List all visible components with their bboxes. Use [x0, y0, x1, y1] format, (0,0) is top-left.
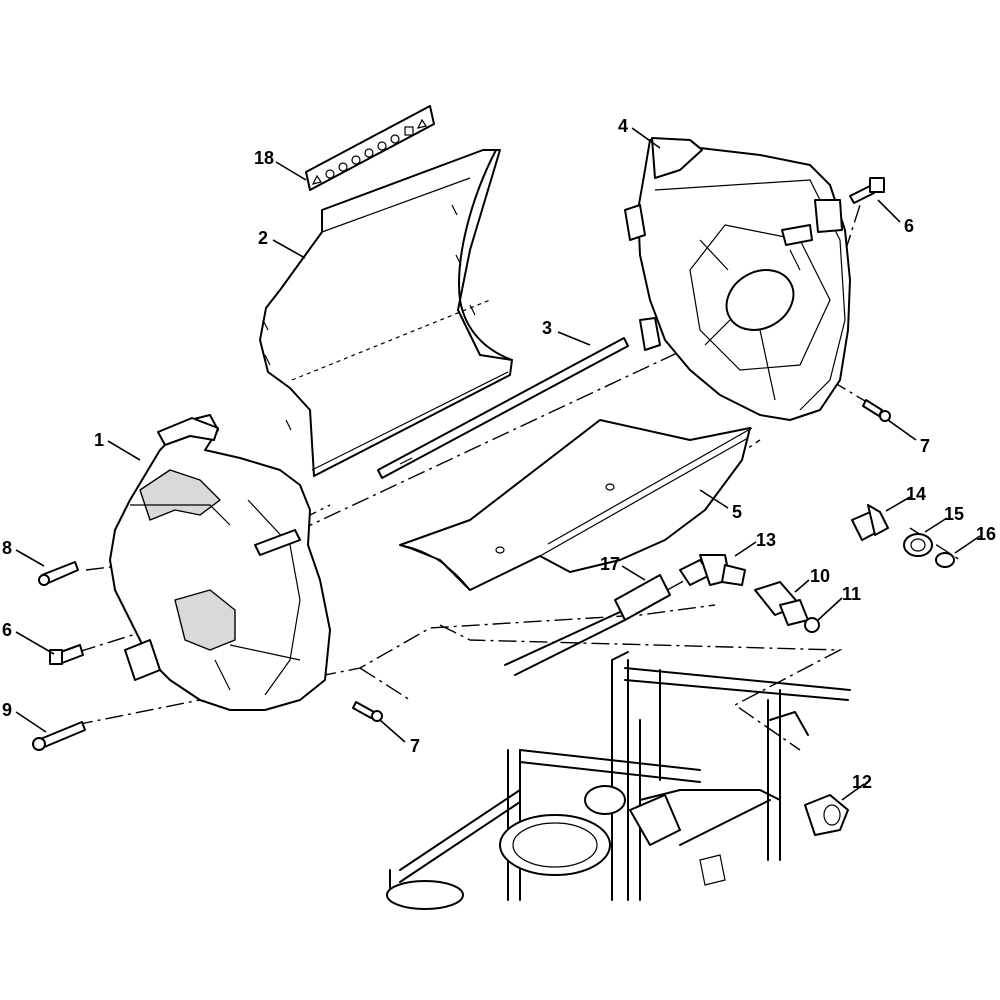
callout-labels: 1 2 3 4 5 6 6 7 7 8 9 10 11 12 13 14 15 …	[2, 116, 996, 792]
callout-17: 17	[600, 554, 620, 574]
shaft-rod	[377, 337, 629, 479]
callout-14: 14	[906, 484, 926, 504]
right-fan-housing	[624, 137, 851, 421]
read-manual-icon	[325, 169, 335, 179]
left-fan-housing	[109, 414, 331, 711]
callout-7-right: 7	[920, 436, 930, 456]
rotating-parts-icon	[377, 141, 387, 151]
callout-12: 12	[852, 772, 872, 792]
warning-triangle-icon	[311, 174, 322, 185]
callout-5: 5	[732, 502, 742, 522]
callout-10: 10	[810, 566, 830, 586]
no-step-icon	[404, 126, 414, 136]
callout-6-right: 6	[904, 216, 914, 236]
fitting-15	[903, 533, 933, 557]
callout-2: 2	[258, 228, 268, 248]
nipple-10	[754, 581, 809, 626]
hearing-protection-icon	[351, 155, 361, 165]
warning-decal	[305, 105, 435, 191]
bolt-6-right	[849, 177, 885, 204]
coupling-12	[804, 794, 849, 836]
lower-shroud	[399, 419, 753, 591]
callout-11: 11	[842, 584, 861, 604]
fitting-14	[851, 504, 889, 541]
hot-surface-icon	[390, 134, 400, 144]
callout-3: 3	[542, 318, 552, 338]
callout-7-left: 7	[410, 736, 420, 756]
frame-assembly	[386, 651, 851, 910]
callout-9: 9	[2, 700, 12, 720]
o-ring-11	[804, 617, 820, 633]
adapter-17	[504, 574, 671, 676]
screw-9	[32, 721, 86, 751]
callout-leaders	[15, 127, 981, 801]
cap-16	[935, 552, 955, 568]
screw-7-left	[352, 701, 383, 722]
callout-4: 4	[618, 116, 628, 136]
bolt-6-left	[49, 644, 84, 665]
callout-18: 18	[254, 148, 274, 168]
upper-shroud	[259, 149, 513, 477]
callout-13: 13	[756, 530, 776, 550]
hand-hazard-icon	[364, 148, 374, 158]
elbow-13	[679, 554, 746, 586]
callout-1: 1	[94, 430, 104, 450]
eye-protection-icon	[338, 162, 348, 172]
screw-7-right	[862, 399, 891, 422]
callout-16: 16	[976, 524, 996, 544]
callout-6-left: 6	[2, 620, 12, 640]
callout-8: 8	[2, 538, 12, 558]
callout-15: 15	[944, 504, 964, 524]
screw-8	[38, 561, 79, 586]
